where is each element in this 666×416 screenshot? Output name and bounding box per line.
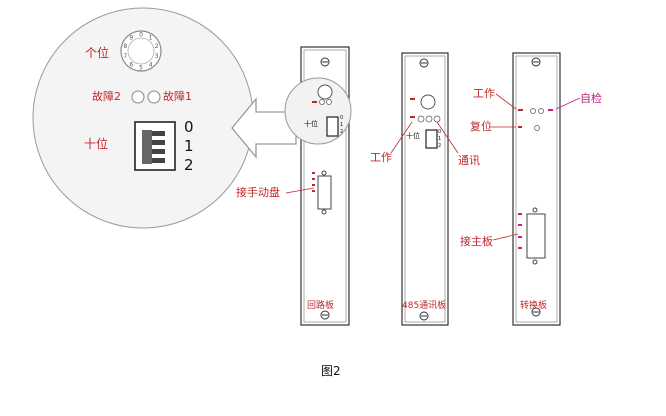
- dial-digit: 6: [129, 61, 133, 68]
- dial-digit: 9: [129, 35, 133, 42]
- panel-convert-board: [512, 52, 561, 326]
- 485-switch-pos-1: 1: [438, 136, 442, 142]
- dial-digit: 8: [123, 43, 127, 50]
- units-label: 个位: [85, 46, 110, 60]
- figure-caption: 图2: [321, 364, 341, 378]
- magnifier-switch-pos-2: 2: [184, 156, 194, 174]
- magnifier-switch-pos-1: 1: [184, 137, 194, 155]
- dial-digit: 4: [149, 61, 153, 68]
- dial-digit: 2: [155, 43, 159, 50]
- convert-selftest-callout: 自检: [580, 92, 602, 105]
- manual-panel-callout: 接手动盘: [236, 186, 280, 199]
- 485-board-name: 485通讯板: [402, 301, 447, 311]
- fault2-label: 故障2: [92, 90, 121, 103]
- loop-switch-pos-1: 1: [340, 122, 344, 128]
- tens-dip-switch: [134, 121, 176, 171]
- callout-lines: [285, 93, 519, 241]
- panel-loop-board: [284, 46, 352, 326]
- fault1-led: [147, 90, 161, 104]
- convert-reset-callout: 复位: [470, 120, 492, 133]
- 485-switch-pos-2: 2: [438, 143, 442, 149]
- convert-board-name: 转换板: [520, 301, 548, 311]
- dial-digit: 5: [139, 65, 143, 72]
- magnifier-switch-pos-0: 0: [184, 118, 194, 136]
- convert-work-callout: 工作: [473, 87, 495, 100]
- 485-work-callout: 工作: [370, 151, 392, 164]
- tens-label: 十位: [84, 137, 109, 151]
- dial-digit: 1: [149, 35, 153, 42]
- convert-mainboard-callout: 接主板: [460, 235, 493, 248]
- loop-board-name: 回路板: [307, 301, 335, 311]
- dial-digit: 0: [139, 32, 143, 39]
- fault2-led: [131, 90, 145, 104]
- 485-switch-pos-0: 0: [438, 129, 442, 135]
- 485-tens-mark: 十位: [406, 132, 420, 140]
- selftest-callout-line: [555, 97, 581, 110]
- loop-tens-mark: 十位: [304, 120, 318, 128]
- dial-digit: 3: [155, 53, 159, 60]
- 485-comm-callout: 通讯: [458, 154, 480, 167]
- panel-485-board: [401, 52, 449, 326]
- dial-digit: 7: [123, 53, 127, 60]
- fault1-label: 故障1: [163, 90, 192, 103]
- loop-switch-pos-2: 2: [340, 129, 344, 135]
- loop-switch-pos-0: 0: [340, 115, 344, 121]
